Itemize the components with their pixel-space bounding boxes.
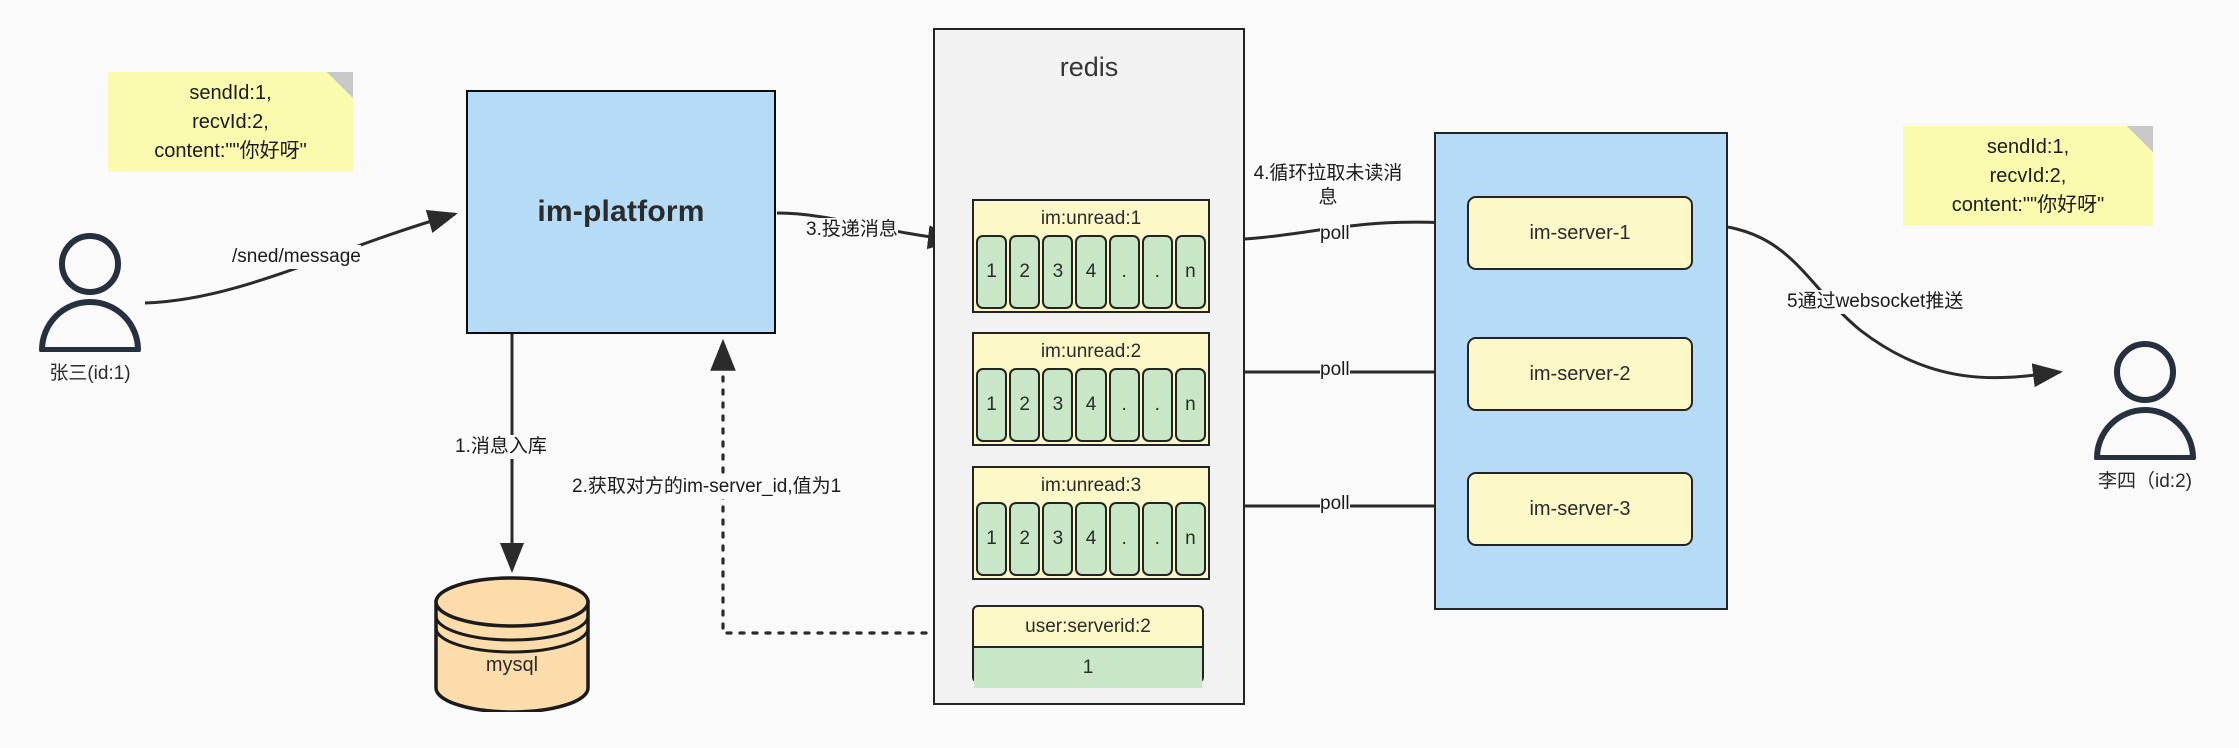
node-mysql[interactable]: mysql [432,576,592,714]
redis-title: redis [1059,52,1119,82]
queue-cell[interactable]: 1 [976,235,1008,309]
queue-cell[interactable]: . [1108,502,1140,576]
queue-cell[interactable]: 1 [976,368,1008,442]
note-left-message-payload: sendId:1, recvId:2, content:""你好呀" [108,72,353,172]
edge-label-send-message: /sned/message [232,245,361,269]
queue-cells: 1 2 3 4 . . n [974,235,1208,312]
redis-queue-im-unread-3[interactable]: im:unread:3 1 2 3 4 . . n [972,466,1210,580]
edge-label-step1: 1.消息入库 [455,435,547,459]
edge-label-step5: 5通过websocket推送 [1787,290,1964,314]
note-right-text: sendId:1, recvId:2, content:""你好呀" [1951,135,2105,216]
node-redis-container: redis im:unread:1 1 2 3 4 . . n im:unrea… [933,28,1245,705]
im-platform-label: im-platform [537,195,705,228]
database-cylinder-icon [434,576,590,714]
node-im-server-cluster: im-server-1 im-server-2 im-server-3 [1434,132,1728,610]
queue-cell[interactable]: n [1174,235,1206,309]
queue-cell[interactable]: 3 [1042,235,1074,309]
actor-receiver[interactable] [2085,340,2205,461]
mysql-label: mysql [485,654,539,676]
queue-cell[interactable]: 4 [1075,235,1107,309]
node-im-platform[interactable]: im-platform [466,90,776,334]
edge-label-poll-1: poll [1320,222,1350,246]
queue-cell[interactable]: 2 [1009,235,1041,309]
queue-cells: 1 2 3 4 . . n [974,368,1208,445]
edge-label-step4: 4.循环拉取未读消息 [1253,162,1403,210]
queue-cell[interactable]: . [1108,235,1140,309]
edge-label-step2: 2.获取对方的im-server_id,值为1 [572,475,842,499]
queue-cell[interactable]: 1 [976,502,1008,576]
queue-cell[interactable]: . [1141,502,1173,576]
queue-cell[interactable]: 3 [1042,502,1074,576]
queue-cell[interactable]: . [1141,235,1173,309]
redis-queue-im-unread-1[interactable]: im:unread:1 1 2 3 4 . . n [972,199,1210,313]
edge-label-poll-3: poll [1320,492,1350,516]
queue-key-label: im:unread:1 [1040,208,1142,229]
node-im-server-3[interactable]: im-server-3 [1467,472,1693,546]
edge-label-poll-2: poll [1320,358,1350,382]
person-icon [2094,341,2196,461]
person-icon [39,233,141,353]
note-fold-icon [327,72,353,98]
kv-value: 1 [974,646,1202,688]
node-im-server-2[interactable]: im-server-2 [1467,337,1693,411]
queue-cell[interactable]: 2 [1009,368,1041,442]
queue-cells: 1 2 3 4 . . n [974,502,1208,579]
queue-cell[interactable]: n [1174,502,1206,576]
im-server-1-label: im-server-1 [1529,221,1631,244]
actor-sender-label: 张三(id:1) [49,363,131,384]
edge-label-step3: 3.投递消息 [806,218,898,242]
note-left-text: sendId:1, recvId:2, content:""你好呀" [154,81,307,162]
queue-cell[interactable]: n [1174,368,1206,442]
node-im-server-1[interactable]: im-server-1 [1467,196,1693,270]
actor-receiver-label: 李四（id:2) [2098,471,2192,492]
queue-cell[interactable]: . [1141,368,1173,442]
kv-key-label: user:serverid:2 [1025,616,1151,637]
redis-kv-user-serverid[interactable]: user:serverid:2 1 [972,605,1204,688]
note-fold-icon [2127,126,2153,152]
queue-cell[interactable]: . [1108,368,1140,442]
im-server-2-label: im-server-2 [1529,362,1631,385]
redis-queue-im-unread-2[interactable]: im:unread:2 1 2 3 4 . . n [972,332,1210,446]
actor-sender[interactable] [30,232,150,353]
queue-cell[interactable]: 4 [1075,368,1107,442]
queue-key-label: im:unread:2 [1040,341,1142,362]
im-server-3-label: im-server-3 [1529,497,1631,520]
queue-cell[interactable]: 3 [1042,368,1074,442]
queue-cell[interactable]: 4 [1075,502,1107,576]
queue-key-label: im:unread:3 [1040,475,1142,496]
note-right-message-payload: sendId:1, recvId:2, content:""你好呀" [1903,126,2153,226]
queue-cell[interactable]: 2 [1009,502,1041,576]
